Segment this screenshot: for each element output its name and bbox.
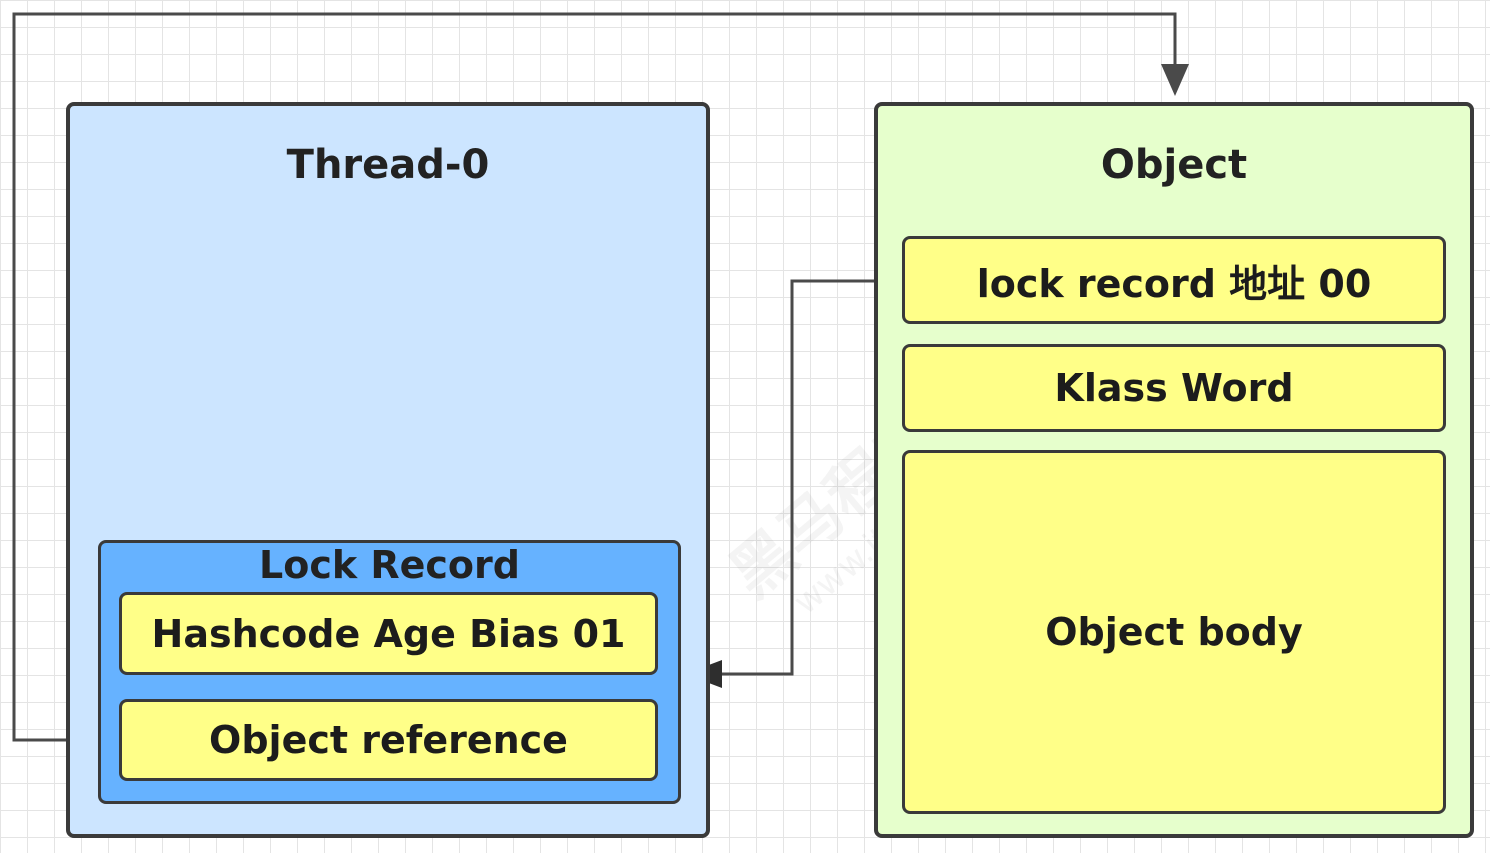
thread-title: Thread-0: [286, 142, 490, 188]
object-body-field: Object body: [902, 450, 1446, 814]
arrowhead-object: [1161, 64, 1189, 96]
lock-record-title: Lock Record: [259, 543, 520, 587]
lock-record-address-field: lock record 地址 00: [902, 236, 1446, 324]
mark-word-field: Hashcode Age Bias 01: [119, 592, 658, 675]
object-reference-field: Object reference: [119, 699, 658, 781]
object-title: Object: [1100, 142, 1248, 188]
klass-word-field: Klass Word: [902, 344, 1446, 432]
